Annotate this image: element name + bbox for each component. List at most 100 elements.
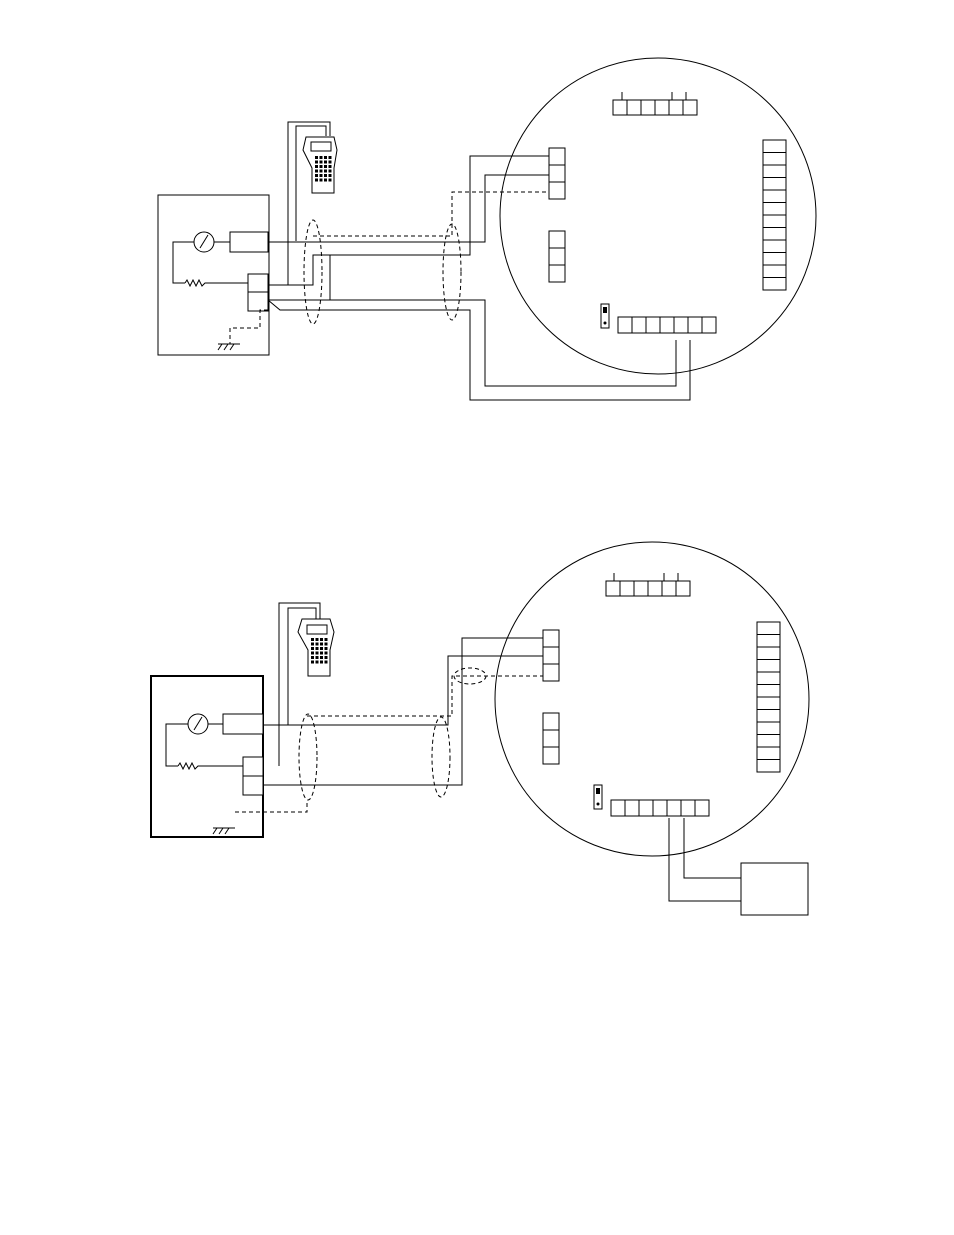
control-panel-top (158, 195, 269, 355)
power-supply-block (223, 714, 263, 734)
output-terminal-strip (611, 800, 709, 816)
keypad-key (311, 647, 314, 650)
keypad-key (324, 174, 327, 177)
terminal-cell (669, 100, 683, 115)
keypad-key (325, 656, 328, 659)
keypad-key (325, 638, 328, 641)
output-terminal-strip (618, 317, 716, 333)
terminal-cell (618, 317, 632, 333)
keypad-key (311, 656, 314, 659)
keypad-key (315, 165, 318, 168)
communicator-display (307, 625, 327, 634)
terminal-cell (606, 581, 620, 596)
terminal-cell (757, 760, 780, 773)
terminal-cell (763, 240, 786, 253)
terminal-cell (611, 800, 625, 816)
terminal-cell (757, 635, 780, 648)
terminal-cell (757, 660, 780, 673)
shield-drain-dashed (307, 676, 543, 716)
terminal-cell (763, 203, 786, 216)
keypad-key (329, 174, 332, 177)
keypad-key (311, 643, 314, 646)
terminal-cell (641, 100, 655, 115)
terminal-cell (653, 800, 667, 816)
wiring-diagram-top (158, 58, 816, 400)
external-device (669, 818, 808, 915)
terminal-cell (757, 622, 780, 635)
signal-terminal-block (543, 630, 559, 681)
device-wire (669, 818, 741, 901)
keypad-key (329, 170, 332, 173)
transmitter-housing-top (500, 58, 816, 374)
hart-communicator-bottom (279, 603, 334, 766)
communicator-display (311, 142, 331, 151)
terminal-cell (613, 100, 627, 115)
keypad-key (325, 647, 328, 650)
terminal-cell (634, 581, 648, 596)
keypad-key (320, 656, 323, 659)
keypad-key (311, 661, 314, 664)
terminal-cell (543, 713, 559, 730)
terminal-cell (757, 735, 780, 748)
terminal-cell (543, 747, 559, 764)
terminal-cell (549, 148, 565, 165)
terminal-cell (757, 685, 780, 698)
keypad-key (316, 647, 319, 650)
terminal-cell (763, 265, 786, 278)
terminal-cell (549, 165, 565, 182)
keypad-key (320, 165, 323, 168)
terminal-cell (676, 581, 690, 596)
keypad-key (329, 179, 332, 182)
terminal-cell (683, 100, 697, 115)
keypad-key (316, 656, 319, 659)
terminal-cell (648, 581, 662, 596)
terminal-cell (702, 317, 716, 333)
terminal-cell (543, 730, 559, 747)
terminal-cell (688, 317, 702, 333)
jumper-icon (601, 304, 609, 328)
aux-terminal-block (549, 231, 565, 282)
keypad-key (320, 652, 323, 655)
terminal-cell (543, 630, 559, 647)
device-wire (684, 818, 741, 878)
cable-shield-ellipse (443, 224, 461, 320)
signal-wire (263, 656, 543, 725)
keypad-key (320, 156, 323, 159)
terminal-cell (543, 664, 559, 681)
cable-shield-ellipse (299, 714, 317, 800)
keypad-key (325, 652, 328, 655)
external-device-box (741, 863, 808, 915)
signal-wire (263, 638, 543, 785)
terminal-cell (757, 722, 780, 735)
jumper-icon (594, 785, 602, 809)
output-wire (268, 300, 676, 386)
keypad-key (315, 179, 318, 182)
keypad-key (315, 156, 318, 159)
terminal-cell (662, 581, 676, 596)
terminal-cell (681, 800, 695, 816)
keypad-key (320, 647, 323, 650)
keypad-key (325, 661, 328, 664)
terminal-cell (655, 100, 669, 115)
keypad-key (316, 638, 319, 641)
top-terminal-strip (613, 100, 697, 115)
keypad-key (315, 161, 318, 164)
wiring-diagram-bottom (151, 542, 809, 915)
power-supply-block (230, 232, 268, 252)
terminal-cell (667, 800, 681, 816)
terminal-cell (549, 248, 565, 265)
output-wire (268, 300, 690, 400)
terminal-cell (627, 100, 641, 115)
keypad-key (315, 174, 318, 177)
keypad-key (311, 652, 314, 655)
terminal-cell (543, 647, 559, 664)
keypad-key (316, 643, 319, 646)
signal-terminal-block (549, 148, 565, 199)
keypad-key (320, 661, 323, 664)
signal-wire (268, 175, 549, 242)
terminal-cell (632, 317, 646, 333)
terminal-cell (660, 317, 674, 333)
keypad-key (329, 165, 332, 168)
